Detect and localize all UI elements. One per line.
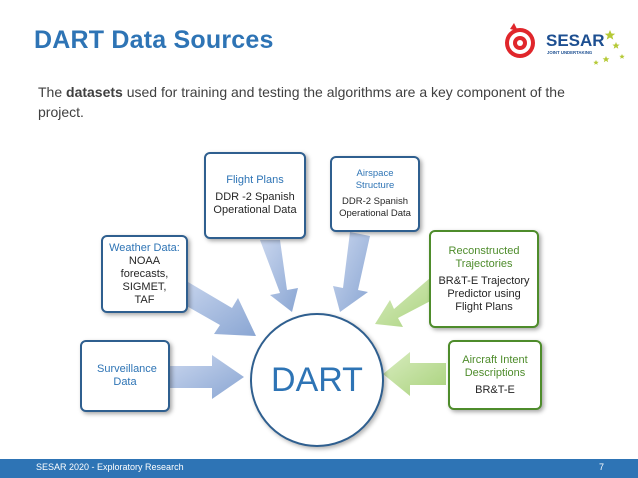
target-icon	[505, 23, 535, 58]
intro-text: The datasets used for training and testi…	[38, 82, 568, 122]
arrow-surveillance	[170, 355, 244, 399]
dart-center: DART	[250, 313, 384, 447]
arrow-weather	[176, 282, 256, 336]
box-surveillance-head: Surveillance Data	[97, 363, 157, 388]
box-weather-head: Weather Data:	[109, 241, 180, 254]
logo-text: SESAR	[546, 31, 605, 50]
slide-title: DART Data Sources	[34, 26, 274, 54]
intro-bold: datasets	[66, 84, 123, 100]
footer-text: SESAR 2020 - Exploratory Research	[36, 462, 184, 472]
box-reconstructed: Reconstructed Trajectories BR&T-E Trajec…	[429, 230, 539, 328]
footer-bar: SESAR 2020 - Exploratory Research 7	[0, 459, 638, 478]
sesar-logo: SESAR JOINT UNDERTAKING	[505, 23, 625, 65]
box-weather: Weather Data: NOAA forecasts, SIGMET, TA…	[101, 235, 188, 313]
box-weather-sub: NOAA forecasts, SIGMET, TAF	[120, 254, 169, 306]
box-surveillance: Surveillance Data	[80, 340, 170, 412]
box-airspace-head: Airspace Structure	[355, 168, 395, 191]
arrow-reconstructed	[375, 278, 440, 327]
arrow-aircraft-intent	[383, 352, 446, 396]
box-airspace-sub: DDR-2 Spanish Operational Data	[339, 196, 411, 219]
arrow-flight-plans	[260, 240, 298, 312]
intro-post: used for training and testing the algori…	[38, 84, 565, 120]
box-flight-plans-head: Flight Plans	[226, 174, 284, 186]
page-number: 7	[598, 462, 604, 472]
box-aircraft-intent: Aircraft Intent Descriptions BR&T-E	[448, 340, 542, 410]
logo-subtext: JOINT UNDERTAKING	[547, 50, 593, 55]
box-flight-plans-sub: DDR -2 Spanish Operational Data	[213, 191, 297, 216]
stars-icon	[593, 30, 625, 65]
box-reconstructed-sub: BR&T-E Trajectory Predictor using Flight…	[438, 274, 530, 313]
box-aircraft-intent-head: Aircraft Intent Descriptions	[462, 353, 528, 379]
arrow-airspace	[333, 232, 370, 312]
box-reconstructed-head: Reconstructed Trajectories	[448, 244, 520, 270]
box-aircraft-intent-sub: BR&T-E	[475, 383, 515, 396]
box-flight-plans: Flight Plans DDR -2 Spanish Operational …	[204, 152, 306, 239]
intro-pre: The	[38, 84, 67, 100]
box-airspace: Airspace Structure DDR-2 Spanish Operati…	[330, 156, 420, 232]
